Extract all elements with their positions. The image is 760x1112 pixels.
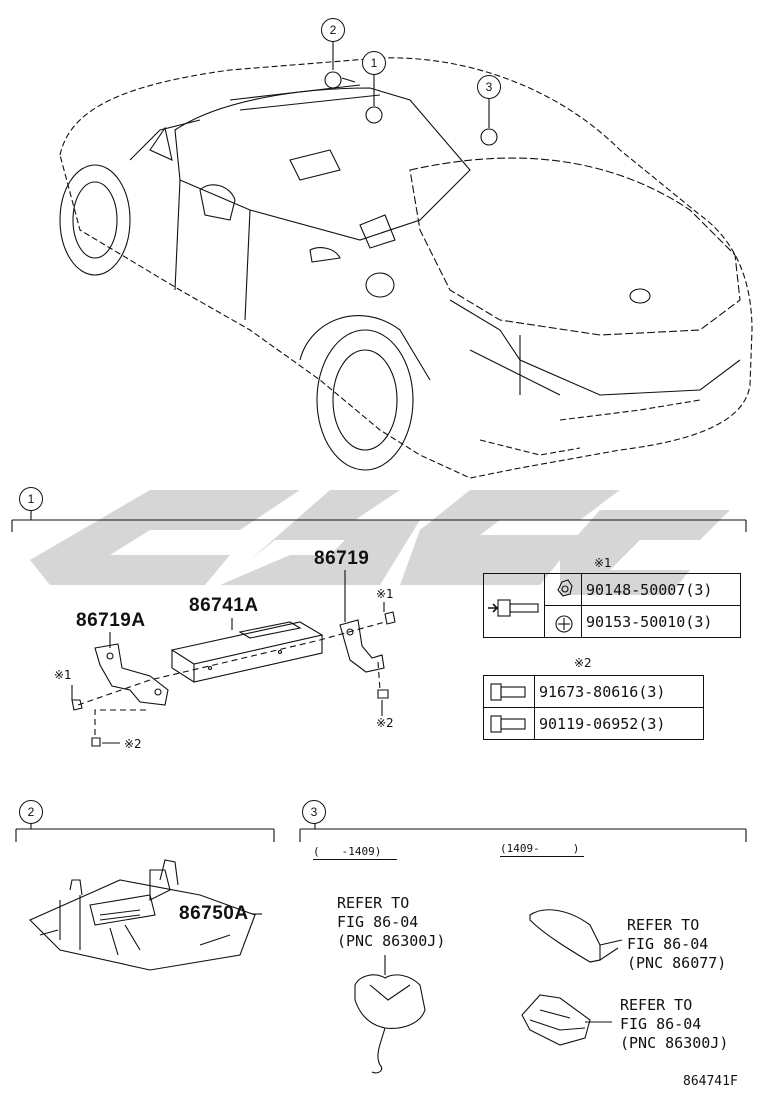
part-label-86719A: 86719A bbox=[76, 610, 146, 631]
section1-number: 1 bbox=[19, 487, 43, 511]
fastener-table-2: 91673-80616(3) 90119-06952(3) bbox=[483, 675, 704, 740]
mark1-right: ※1 bbox=[376, 587, 394, 601]
part-number-90153: 90153-50010(3) bbox=[581, 605, 741, 638]
refer-note-3-line3: (PNC 86300J) bbox=[620, 1034, 729, 1052]
refer-note-1-line2: FIG 86-04 bbox=[337, 913, 419, 931]
mark2-bottom: ※2 bbox=[124, 737, 142, 751]
mark1-left: ※1 bbox=[54, 668, 72, 682]
refer-note-1-line1: REFER TO bbox=[337, 894, 410, 912]
part-number-90119: 90119-06952(3) bbox=[534, 707, 704, 740]
figure-code: 864741F bbox=[683, 1074, 738, 1089]
mark2-right: ※2 bbox=[376, 716, 394, 730]
section2-number: 2 bbox=[19, 800, 43, 824]
car-illustration bbox=[59, 57, 753, 479]
callout-circle-3-top: 3 bbox=[477, 75, 501, 99]
refer-note-2-line3: (PNC 86077) bbox=[627, 954, 727, 972]
part-number-90148: 90148-50007(3) bbox=[581, 573, 741, 606]
section1-parts bbox=[71, 570, 396, 747]
section2-console-illustration bbox=[29, 859, 262, 971]
section3-number: 3 bbox=[302, 800, 326, 824]
range-label-after-1409: (1409- ) bbox=[500, 840, 584, 857]
section3-frame bbox=[299, 822, 747, 842]
section3-antennas bbox=[354, 909, 623, 1074]
refer-note-3-line1: REFER TO bbox=[620, 996, 693, 1014]
callout-circle-2-top: 2 bbox=[321, 18, 345, 42]
part-label-86750A: 86750A bbox=[179, 903, 249, 924]
section1-frame bbox=[11, 510, 747, 532]
part-label-86741A: 86741A bbox=[189, 595, 259, 616]
part-label-86719: 86719 bbox=[314, 548, 370, 569]
part-number-91673: 91673-80616(3) bbox=[534, 675, 704, 708]
refer-note-2-line1: REFER TO bbox=[627, 916, 700, 934]
table2-title: ※2 bbox=[574, 656, 592, 670]
range-label-before-1409: ( -1409) bbox=[313, 843, 397, 860]
callout-circle-1-top: 1 bbox=[362, 51, 386, 75]
fastener-table-1: 90148-50007(3) 90153-50010(3) bbox=[483, 573, 741, 638]
section2-frame bbox=[15, 822, 275, 842]
car-callout-leaders bbox=[324, 42, 498, 146]
refer-note-1-line3: (PNC 86300J) bbox=[337, 932, 446, 950]
refer-note-3-line2: FIG 86-04 bbox=[620, 1015, 702, 1033]
table1-title: ※1 bbox=[594, 556, 612, 570]
refer-note-2-line2: FIG 86-04 bbox=[627, 935, 709, 953]
